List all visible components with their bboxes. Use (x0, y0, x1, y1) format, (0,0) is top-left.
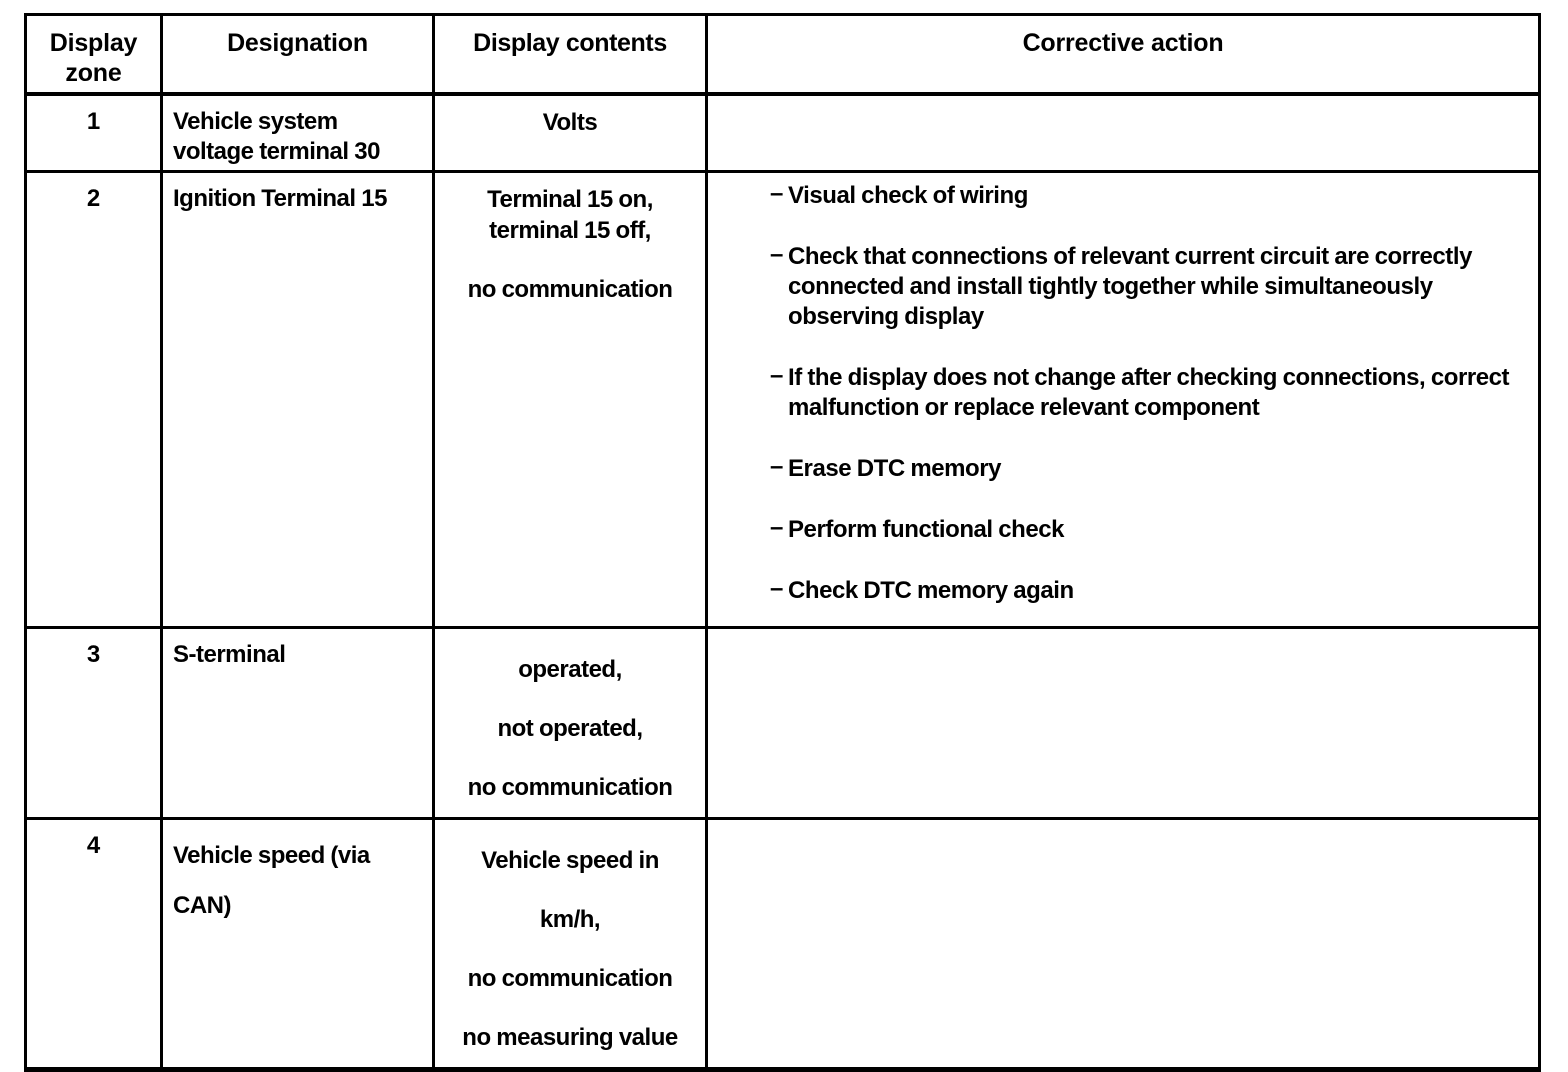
display-contents-line: no communication (467, 774, 673, 801)
display-contents-line: no communication (467, 965, 673, 992)
list-item: –Visual check of wiring (770, 180, 1524, 211)
header-line-2: zone (65, 59, 122, 87)
dash-bullet-icon: – (770, 180, 783, 207)
list-item-text: Erase DTC memory (788, 455, 1002, 482)
list-item: –Check DTC memory again (770, 575, 1524, 606)
cell-display-zone: 2 (24, 170, 163, 629)
display-zone-value: 4 (86, 832, 101, 859)
designation-value: Vehicle system voltage terminal 30 (163, 96, 432, 167)
display-contents-line: not operated, (497, 715, 643, 742)
display-contents-line: no communication (467, 276, 673, 303)
display-zone-value: 1 (86, 108, 101, 135)
cell-designation: Vehicle speed (via CAN) (160, 817, 435, 1072)
display-contents-line: Vehicle speed in (481, 847, 659, 874)
display-zone-value: 2 (86, 185, 101, 212)
display-contents-line: operated, (518, 656, 622, 683)
table-row: 3 S-terminal operated, not operated, no … (24, 626, 1541, 820)
header-corrective-action-text: Corrective action (1022, 29, 1224, 57)
cell-display-zone: 1 (24, 92, 163, 173)
table-row: 4 Vehicle speed (via CAN) Vehicle speed … (24, 817, 1541, 1072)
table-row: 1 Vehicle system voltage terminal 30 Vol… (24, 92, 1541, 173)
designation-line: Vehicle system (173, 108, 338, 135)
diagnostic-display-zone-table: Display zone Designation Display content… (24, 13, 1541, 1072)
list-item-text: If the display does not change after che… (788, 364, 1510, 421)
header-designation-text: Designation (227, 29, 368, 57)
cell-display-zone: 3 (24, 626, 163, 820)
cell-designation: Vehicle system voltage terminal 30 (160, 92, 435, 173)
list-item-text: Perform functional check (788, 516, 1065, 543)
column-header-designation: Designation (160, 13, 435, 96)
designation-value: S-terminal (163, 629, 432, 670)
designation-line: S-terminal (173, 641, 286, 668)
list-item: –If the display does not change after ch… (770, 362, 1524, 423)
header-line-1: Display (49, 29, 138, 57)
table-row: 2 Ignition Terminal 15 Terminal 15 on, t… (24, 170, 1541, 629)
corrective-action-list: –Visual check of wiring –Check that conn… (708, 173, 1538, 614)
spacer-line (441, 246, 699, 274)
cell-display-contents: Volts (432, 92, 708, 173)
designation-line: Vehicle speed (via (173, 842, 370, 869)
cell-display-contents: Vehicle speed in km/h, no communication … (432, 817, 708, 1072)
cell-corrective-action (705, 626, 1541, 820)
list-item-text: Visual check of wiring (788, 182, 1028, 209)
designation-line: CAN) (173, 892, 232, 919)
dash-bullet-icon: – (770, 575, 783, 602)
display-contents-line: terminal 15 off, (489, 217, 651, 244)
header-display-contents-text: Display contents (473, 29, 667, 57)
list-item: –Check that connections of relevant curr… (770, 241, 1524, 332)
cell-designation: Ignition Terminal 15 (160, 170, 435, 629)
list-item-text: Check DTC memory again (788, 577, 1074, 604)
display-contents-line: no measuring value (462, 1024, 678, 1051)
designation-line: voltage terminal 30 (173, 138, 380, 165)
list-item: –Erase DTC memory (770, 453, 1524, 484)
dash-bullet-icon: – (770, 514, 783, 541)
column-header-display-contents: Display contents (432, 13, 708, 96)
cell-display-zone: 4 (24, 817, 163, 1072)
designation-value: Ignition Terminal 15 (163, 173, 432, 214)
cell-designation: S-terminal (160, 626, 435, 820)
display-contents-value: Volts (435, 96, 705, 138)
display-contents-value: operated, not operated, no communication (435, 629, 705, 817)
display-contents-value: Terminal 15 on, terminal 15 off, no comm… (435, 173, 705, 305)
list-item-text: Check that connections of relevant curre… (788, 243, 1472, 330)
display-contents-value: Vehicle speed in km/h, no communication … (435, 820, 705, 1067)
designation-value: Vehicle speed (via CAN) (163, 820, 432, 931)
column-header-display-zone: Display zone (24, 13, 163, 96)
header-display-zone-text: Display zone (27, 16, 160, 88)
cell-corrective-action: –Visual check of wiring –Check that conn… (705, 170, 1541, 629)
cell-display-contents: Terminal 15 on, terminal 15 off, no comm… (432, 170, 708, 629)
document-page: Display zone Designation Display content… (24, 13, 1541, 1072)
cell-corrective-action (705, 92, 1541, 173)
display-zone-value: 3 (86, 641, 101, 668)
corrective-action-empty (708, 820, 1538, 1067)
cell-corrective-action (705, 817, 1541, 1072)
display-contents-line: Volts (542, 109, 598, 136)
corrective-action-empty (708, 629, 1538, 817)
designation-line: Ignition Terminal 15 (173, 185, 387, 212)
list-item: –Perform functional check (770, 514, 1524, 545)
display-contents-line: Terminal 15 on, (487, 186, 653, 213)
dash-bullet-icon: – (770, 453, 783, 480)
cell-display-contents: operated, not operated, no communication (432, 626, 708, 820)
display-contents-line: km/h, (539, 906, 601, 933)
table-header-row: Display zone Designation Display content… (24, 13, 1541, 96)
column-header-corrective-action: Corrective action (705, 13, 1541, 96)
dash-bullet-icon: – (770, 362, 783, 389)
corrective-action-empty (708, 96, 1538, 170)
dash-bullet-icon: – (770, 241, 783, 268)
